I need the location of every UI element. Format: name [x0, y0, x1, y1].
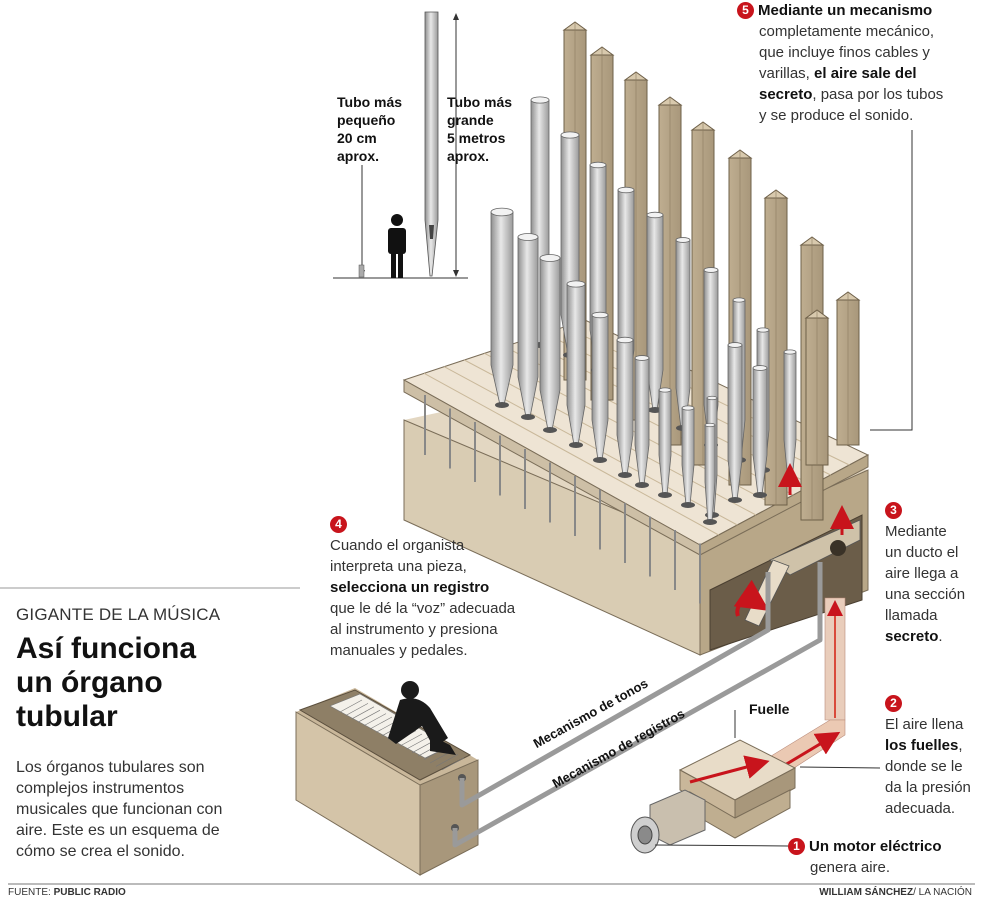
- metal-pipe: [675, 237, 691, 431]
- section-label: GIGANTE DE LA MÚSICA: [16, 605, 221, 624]
- metal-pipe: [703, 422, 717, 525]
- step-5-number: 5: [737, 2, 754, 19]
- big-tube-icon: [424, 11, 439, 277]
- step-2-number: 2: [885, 695, 902, 712]
- electric-motor: [630, 789, 706, 854]
- small-tube-icon: [358, 264, 365, 278]
- step-1-number: 1: [788, 838, 805, 855]
- metal-pipe: [490, 207, 514, 408]
- pipe-ranks: [490, 21, 861, 525]
- metal-pipe: [539, 254, 561, 433]
- step-3-number: 3: [885, 502, 902, 519]
- organ-console: [295, 681, 479, 876]
- metal-pipe: [646, 211, 664, 413]
- wooden-pipe: [835, 291, 861, 446]
- metal-pipe: [658, 387, 672, 498]
- bellows: [678, 739, 797, 839]
- wooden-pipe: [804, 309, 830, 466]
- step-4-number: 4: [330, 516, 347, 533]
- metal-pipe: [616, 336, 634, 478]
- fuelle-label: Fuelle: [749, 701, 790, 717]
- metal-pipe: [752, 365, 768, 498]
- metal-pipe: [727, 342, 743, 503]
- leader-lines: [654, 130, 913, 847]
- footer-source: FUENTE: PUBLIC RADIO: [8, 887, 126, 898]
- footer-credit: WILLIAM SÁNCHEZ/ LA NACIÓN: [819, 887, 972, 898]
- metal-pipe: [566, 280, 586, 448]
- organist-icon: [388, 681, 456, 755]
- intro-text: Los órganos tubulares son complejos inst…: [16, 759, 223, 860]
- step-2-text: 2 El aire llena los fuelles, donde se le…: [885, 695, 971, 817]
- page-title: Así funciona un órgano tubular: [16, 632, 197, 733]
- metal-pipe: [681, 405, 695, 508]
- metal-pipe: [634, 355, 650, 488]
- step-4-text: 4 Cuando el organista interpreta una pie…: [330, 516, 516, 659]
- metal-pipe: [517, 233, 539, 420]
- step-3-text: 3 Mediante un ducto el aire llega a una …: [885, 502, 966, 645]
- metal-pipe: [591, 311, 609, 463]
- scale-comparison: [333, 11, 468, 279]
- mechanism-cables: [452, 562, 823, 848]
- person-icon: [388, 214, 406, 278]
